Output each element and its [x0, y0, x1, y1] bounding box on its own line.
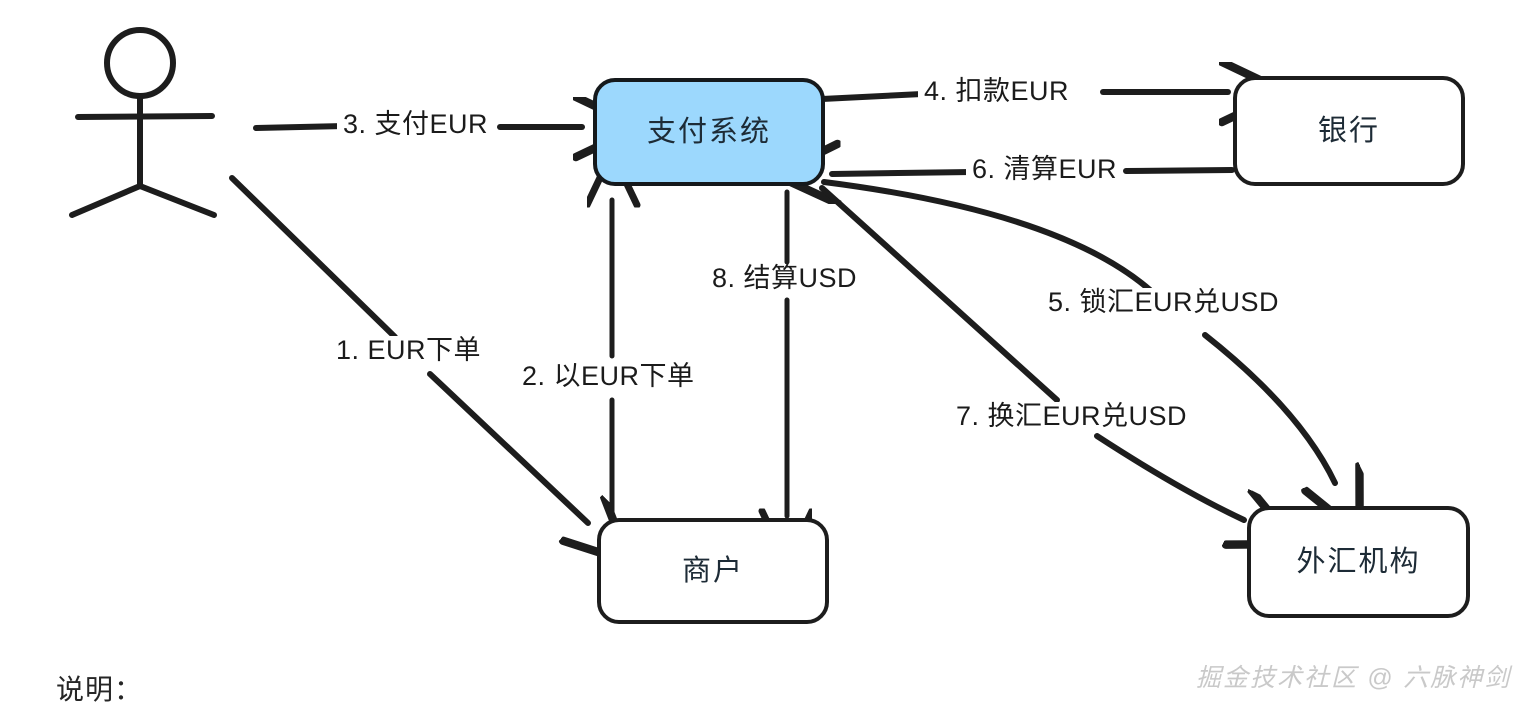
node-payment-system[interactable]: 支付系统 [593, 78, 825, 186]
edge-label-2: 2. 以EUR下单 [516, 362, 701, 390]
edge-3-stroke [253, 126, 582, 128]
actor-head-icon [104, 27, 176, 99]
edge-label-7: 7. 换汇EUR兑USD [950, 402, 1194, 430]
node-bank[interactable]: 银行 [1233, 76, 1465, 186]
watermark: 掘金技术社区 @ 六脉神剑 [1196, 664, 1512, 692]
node-merchant[interactable]: 商户 [597, 518, 829, 624]
actor-stick-figure [69, 27, 217, 218]
edge-label-4: 4. 扣款EUR [918, 77, 1076, 105]
actor-arms [75, 113, 215, 120]
actor-left-leg [69, 183, 143, 218]
node-fx-institution[interactable]: 外汇机构 [1247, 506, 1470, 618]
actor-right-leg [137, 183, 217, 218]
edge-label-6: 6. 清算EUR [966, 155, 1124, 183]
edge-label-8: 8. 结算USD [706, 264, 864, 292]
node-merchant-label: 商户 [681, 554, 744, 587]
edge-label-3: 3. 支付EUR [337, 110, 495, 138]
edge-1-stroke [229, 175, 588, 523]
caption-note: 说明： [56, 674, 144, 705]
edge-label-5: 5. 锁汇EUR兑USD [1042, 288, 1286, 316]
edge-5-stroke [821, 179, 1335, 483]
edge-6-stroke [832, 170, 1235, 174]
edge-4-stroke [819, 92, 1228, 99]
edge-label-1: 1. EUR下单 [330, 336, 488, 364]
node-fx-institution-label: 外汇机构 [1296, 545, 1421, 578]
edge-7-stroke [819, 185, 1244, 520]
node-bank-label: 银行 [1317, 114, 1380, 147]
node-payment-system-label: 支付系统 [646, 115, 771, 148]
